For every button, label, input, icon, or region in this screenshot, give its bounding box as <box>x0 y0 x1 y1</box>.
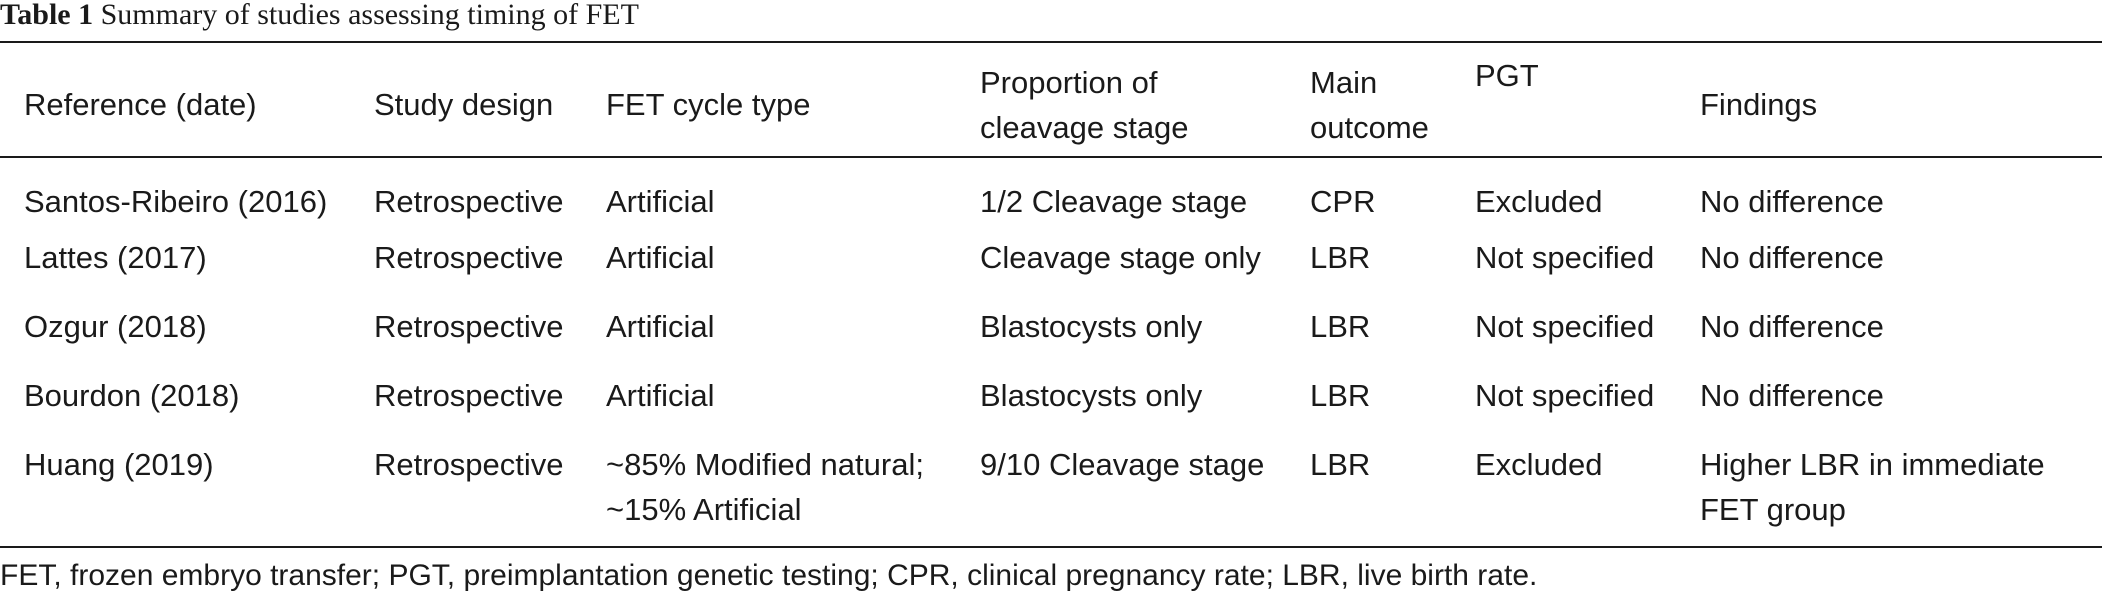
table-row: Lattes (2017) Retrospective Artificial C… <box>0 235 2102 304</box>
cell-fet-cycle-type: ~85% Modified natural; ~15% Artificial <box>606 447 924 527</box>
cell-main-outcome: LBR <box>1310 309 1371 344</box>
cell-reference: Lattes (2017) <box>24 240 207 275</box>
table-caption-title: Summary of studies assessing timing of F… <box>100 0 639 31</box>
cell-reference: Huang (2019) <box>24 447 214 482</box>
table-header-rule <box>0 156 2102 158</box>
cell-fet-cycle-type: Artificial <box>606 240 715 275</box>
cell-study-design: Retrospective <box>374 240 564 275</box>
cell-main-outcome: LBR <box>1310 240 1371 275</box>
cell-proportion-cleavage: 1/2 Cleavage stage <box>980 184 1248 219</box>
cell-fet-cycle-type: Artificial <box>606 309 715 344</box>
column-header-findings: Findings <box>1700 87 1818 122</box>
column-header-proportion-cleavage: Proportion of cleavage stage <box>980 43 1310 166</box>
table-row: Huang (2019) Retrospective ~85% Modified… <box>0 442 2102 532</box>
table-top-rule <box>0 41 2102 43</box>
cell-study-design: Retrospective <box>374 184 564 219</box>
cell-study-design: Retrospective <box>374 309 564 344</box>
cell-fet-cycle-type: Artificial <box>606 184 715 219</box>
cell-findings: No difference <box>1700 378 1884 413</box>
cell-pgt: Not specified <box>1475 309 1655 344</box>
table-caption: Table 1 Summary of studies assessing tim… <box>0 0 639 32</box>
table-row: Bourdon (2018) Retrospective Artificial … <box>0 373 2102 442</box>
column-header-fet-cycle-type: FET cycle type <box>606 87 811 122</box>
table-caption-label: Table 1 <box>0 0 94 31</box>
cell-study-design: Retrospective <box>374 447 564 482</box>
cell-study-design: Retrospective <box>374 378 564 413</box>
table-header-row: Reference (date) Study design FET cycle … <box>0 43 2102 166</box>
cell-findings: No difference <box>1700 240 1884 275</box>
column-header-study-design: Study design <box>374 87 554 122</box>
table-row: Ozgur (2018) Retrospective Artificial Bl… <box>0 304 2102 373</box>
cell-pgt: Excluded <box>1475 184 1603 219</box>
cell-reference: Santos-Ribeiro (2016) <box>24 184 328 219</box>
cell-pgt: Not specified <box>1475 240 1655 275</box>
cell-findings: No difference <box>1700 184 1884 219</box>
cell-proportion-cleavage: Blastocysts only <box>980 309 1203 344</box>
studies-table: Reference (date) Study design FET cycle … <box>0 43 2102 532</box>
column-header-pgt: PGT <box>1475 58 1539 93</box>
table-footnote: FET, frozen embryo transfer; PGT, preimp… <box>0 559 1538 592</box>
column-header-main-outcome-text: Main outcome <box>1310 64 1429 145</box>
cell-main-outcome: LBR <box>1310 378 1371 413</box>
cell-proportion-cleavage: 9/10 Cleavage stage <box>980 447 1265 482</box>
cell-proportion-cleavage: Blastocysts only <box>980 378 1203 413</box>
cell-proportion-cleavage: Cleavage stage only <box>980 240 1261 275</box>
table-bottom-rule <box>0 546 2102 548</box>
column-header-reference: Reference (date) <box>24 87 257 122</box>
cell-reference: Bourdon (2018) <box>24 378 240 413</box>
table-row: Santos-Ribeiro (2016) Retrospective Arti… <box>0 166 2102 235</box>
cell-pgt: Excluded <box>1475 447 1603 482</box>
cell-fet-cycle-type: Artificial <box>606 378 715 413</box>
column-header-main-outcome: Main outcome <box>1310 43 1475 166</box>
cell-findings: Higher LBR in immediate FET group <box>1700 447 2045 527</box>
cell-main-outcome: CPR <box>1310 184 1376 219</box>
cell-pgt: Not specified <box>1475 378 1655 413</box>
cell-reference: Ozgur (2018) <box>24 309 207 344</box>
column-header-proportion-cleavage-text: Proportion of cleavage stage <box>980 64 1189 145</box>
cell-findings: No difference <box>1700 309 1884 344</box>
cell-main-outcome: LBR <box>1310 447 1371 482</box>
